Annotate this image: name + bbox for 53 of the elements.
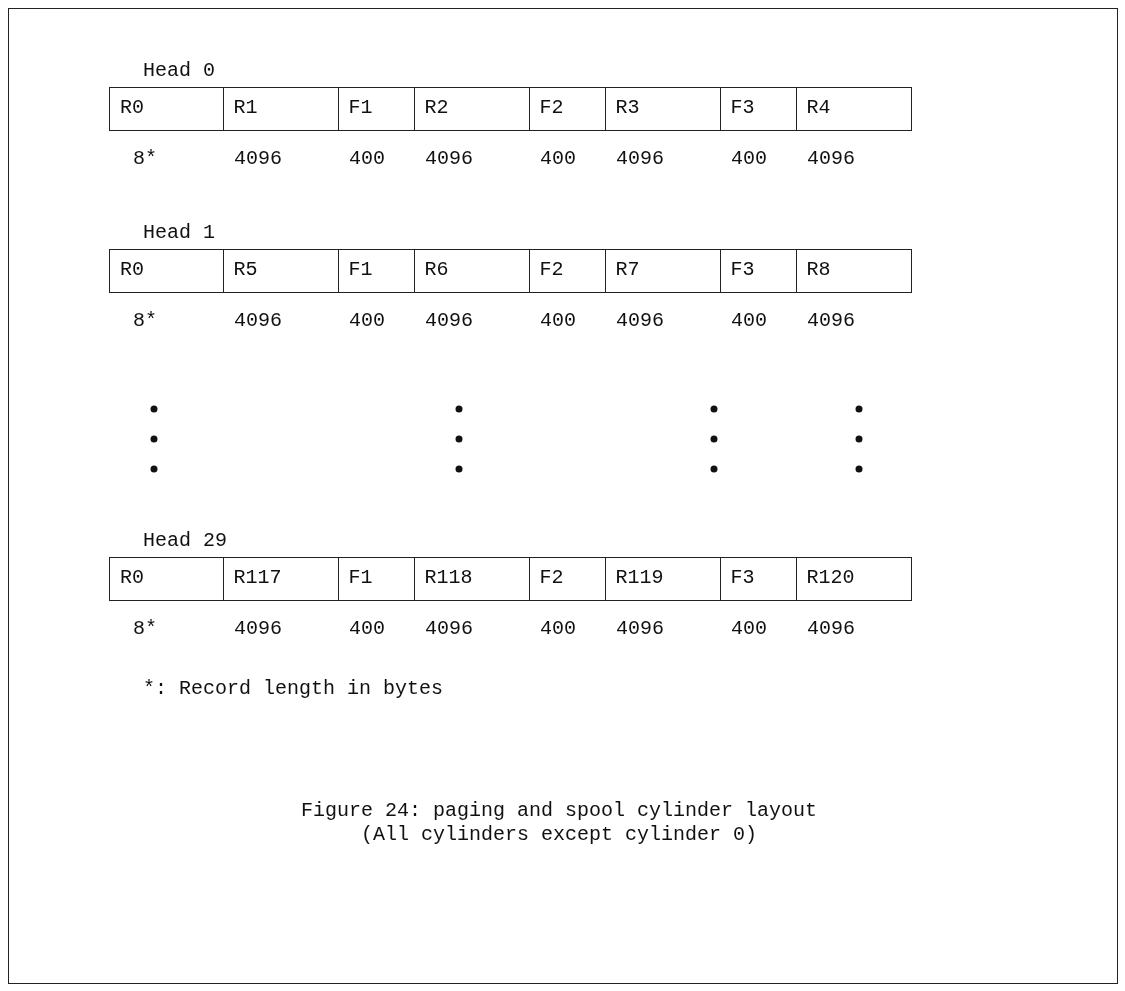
record-length: 4096 [425,617,473,641]
record-cell: F1 [337,249,415,293]
record-cell: F2 [528,87,606,131]
record-length: 400 [349,617,385,641]
record-length: 4096 [425,147,473,171]
record-cell: R120 [795,557,912,601]
record-length: 400 [540,309,576,333]
record-length: 4096 [425,309,473,333]
record-cell: R7 [604,249,721,293]
record-cell: F3 [719,557,797,601]
record-cell: R119 [604,557,721,601]
record-cell: F3 [719,249,797,293]
record-length: 400 [731,617,767,641]
record-cell: R0 [109,557,224,601]
record-length: 4096 [616,617,664,641]
record-length: 4096 [807,147,855,171]
record-length: 4096 [616,147,664,171]
head-label: Head 0 [143,59,215,83]
record-cell: R2 [413,87,530,131]
record-length: 8* [133,617,157,641]
record-cell: F2 [528,557,606,601]
record-cell: R3 [604,87,721,131]
record-length: 4096 [234,147,282,171]
record-length: 400 [731,309,767,333]
record-cell: R5 [222,249,339,293]
record-length: 8* [133,147,157,171]
record-cell: F3 [719,87,797,131]
record-length: 4096 [807,309,855,333]
record-length: 8* [133,309,157,333]
record-length: 4096 [234,617,282,641]
record-cell: R0 [109,249,224,293]
record-length: 400 [540,147,576,171]
record-cell: R6 [413,249,530,293]
record-cell: F1 [337,87,415,131]
record-cell: R0 [109,87,224,131]
record-length: 400 [540,617,576,641]
head-label: Head 29 [143,529,227,553]
record-cell: R118 [413,557,530,601]
record-length: 4096 [807,617,855,641]
record-cell: R1 [222,87,339,131]
footnote: *: Record length in bytes [143,677,444,701]
head-label: Head 1 [143,221,215,245]
record-cell: R4 [795,87,912,131]
figure-caption: Figure 24: paging and spool cylinder layout (All cylinders except cylinder 0) [299,799,819,847]
record-length: 400 [349,309,385,333]
record-length: 400 [731,147,767,171]
record-length: 400 [349,147,385,171]
record-length: 4096 [234,309,282,333]
record-cell: F2 [528,249,606,293]
record-cell: R8 [795,249,912,293]
record-cell: F1 [337,557,415,601]
record-length: 4096 [616,309,664,333]
record-cell: R117 [222,557,339,601]
